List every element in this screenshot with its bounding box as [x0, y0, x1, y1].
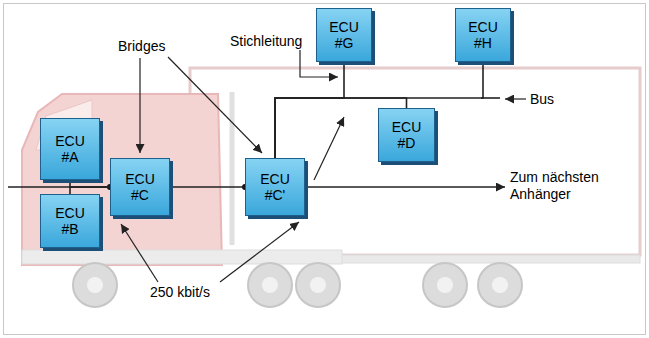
annotation-label: Bridges [118, 38, 165, 55]
wheel [423, 263, 467, 307]
trailer-body [190, 68, 640, 255]
ecu-box: ECU #C' [245, 158, 305, 216]
annotation-label: 250 kbit/s [150, 284, 210, 301]
ecu-box: ECU #C [110, 158, 170, 216]
ecu-label: ECU #C [118, 171, 162, 203]
bus-wire [275, 62, 344, 158]
ecu-label: ECU #D [385, 119, 429, 151]
frame [4, 4, 646, 335]
wheel-hub [262, 277, 278, 293]
bus-wire [170, 186, 245, 188]
wheel-hub [310, 277, 326, 293]
annotation-label: Stichleitung [230, 33, 302, 50]
wheels [73, 263, 522, 307]
ecu-label: ECU #A [48, 133, 92, 165]
wheel [248, 263, 292, 307]
bus-end [481, 97, 500, 99]
wheel-hub [492, 277, 508, 293]
truck-cab [22, 94, 222, 265]
ecu-label: ECU #B [48, 205, 92, 237]
ecu-label: ECU #H [461, 19, 505, 51]
bus-wire [70, 180, 110, 187]
leader-line [121, 224, 158, 282]
wheel [296, 263, 340, 307]
leader-line [139, 58, 140, 153]
leader-line [220, 222, 299, 282]
ecu-label: ECU #C' [253, 171, 297, 203]
ecu-box: ECU #B [40, 194, 100, 248]
ecu-box: ECU #A [40, 118, 100, 180]
wheel-hub [87, 277, 103, 293]
leader-line [314, 117, 344, 180]
bus-wire [70, 187, 110, 194]
wheel-hub [437, 277, 453, 293]
exhaust-stack [230, 92, 235, 245]
wheel [73, 263, 117, 307]
ecu-box: ECU #G [316, 8, 372, 62]
can-line-out [305, 186, 505, 188]
ecu-label: ECU #G [322, 19, 366, 51]
annotation-label: Bus [530, 91, 554, 108]
leader-line [168, 57, 262, 153]
annotation-label: Zum nächsten Anhänger [510, 169, 610, 203]
leader-line [505, 98, 526, 99]
truck-chassis [22, 250, 342, 264]
wheel [478, 263, 522, 307]
ecu-box: ECU #H [455, 8, 511, 62]
ecu-box: ECU #D [378, 108, 435, 162]
